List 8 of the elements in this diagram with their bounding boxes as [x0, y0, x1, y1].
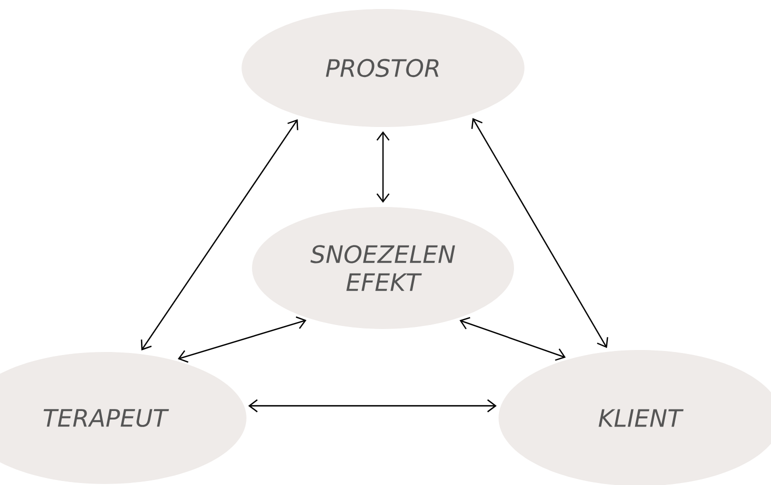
ellipse-node: PROSTOR	[242, 9, 524, 127]
arrow	[248, 399, 497, 412]
arrow	[471, 118, 608, 348]
arrow	[376, 131, 390, 203]
arrow	[460, 316, 566, 361]
arrow	[178, 316, 306, 363]
ellipse-node: SNOEZELEN EFEKT	[252, 207, 514, 329]
arrow	[140, 119, 298, 350]
